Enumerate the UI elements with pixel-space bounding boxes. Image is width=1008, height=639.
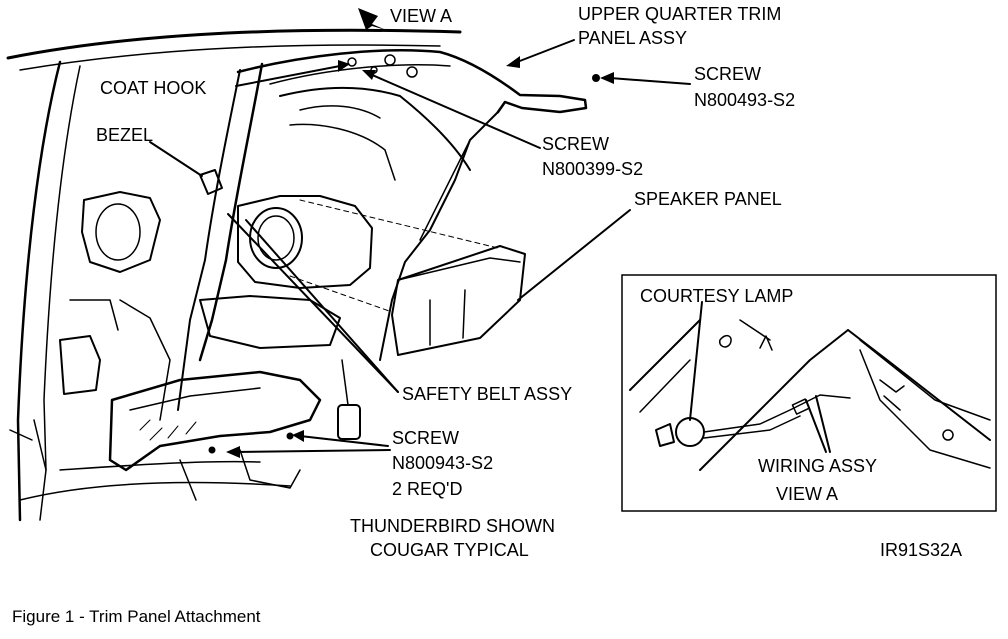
labels: VIEW A UPPER QUARTER TRIM PANEL ASSY COA…: [12, 4, 962, 626]
inset-frame: [621, 274, 997, 512]
note-line-1: THUNDERBIRD SHOWN: [350, 516, 555, 536]
screw-2-part: N800399-S2: [542, 159, 643, 179]
courtesy-lamp-label: COURTESY LAMP: [640, 286, 793, 306]
coat-hook-label: COAT HOOK: [100, 78, 206, 98]
screw-3-label: SCREW: [392, 428, 459, 448]
speaker-opening: [237, 195, 373, 289]
screw-2-label: SCREW: [542, 134, 609, 154]
figure-caption: Figure 1 - Trim Panel Attachment: [12, 607, 261, 626]
speaker-panel-label: SPEAKER PANEL: [634, 189, 782, 209]
roof-rail: [6, 28, 462, 60]
view-a-label: VIEW A: [390, 6, 452, 26]
coat-hook-part: [347, 57, 357, 67]
b-pillar: [16, 60, 62, 522]
screw-1-label: SCREW: [694, 64, 761, 84]
lower-quarter-trim: [108, 370, 322, 472]
upper-quarter-label-2: PANEL ASSY: [578, 28, 687, 48]
safety-belt-label: SAFETY BELT ASSY: [402, 384, 572, 404]
vehicle-interior-drawing: [6, 28, 600, 522]
upper-quarter-trim-panel: [236, 48, 588, 114]
screw-n800943-a: [208, 446, 216, 454]
bezel-part: [199, 169, 223, 195]
inset-view-a: [621, 274, 997, 512]
inset-view-a-label: VIEW A: [776, 484, 838, 504]
upper-quarter-label-1: UPPER QUARTER TRIM: [578, 4, 781, 24]
screw-3-part: N800943-S2: [392, 453, 493, 473]
drawing-id: IR91S32A: [880, 540, 962, 560]
safety-belt-retractor: [337, 404, 361, 440]
screw-n800943-b: [286, 432, 294, 440]
bezel-label: BEZEL: [96, 125, 153, 145]
view-a-arrow: [358, 8, 386, 30]
wiring-assy-label: WIRING ASSY: [758, 456, 877, 476]
leader-lines: [149, 8, 691, 458]
courtesy-lamp-part: [675, 417, 705, 447]
speaker-panel: [391, 245, 526, 356]
screw-3-qty: 2 REQ'D: [392, 479, 462, 499]
screw-n800493: [592, 74, 600, 82]
screw-1-part: N800493-S2: [694, 90, 795, 110]
note-line-2: COUGAR TYPICAL: [370, 540, 529, 560]
